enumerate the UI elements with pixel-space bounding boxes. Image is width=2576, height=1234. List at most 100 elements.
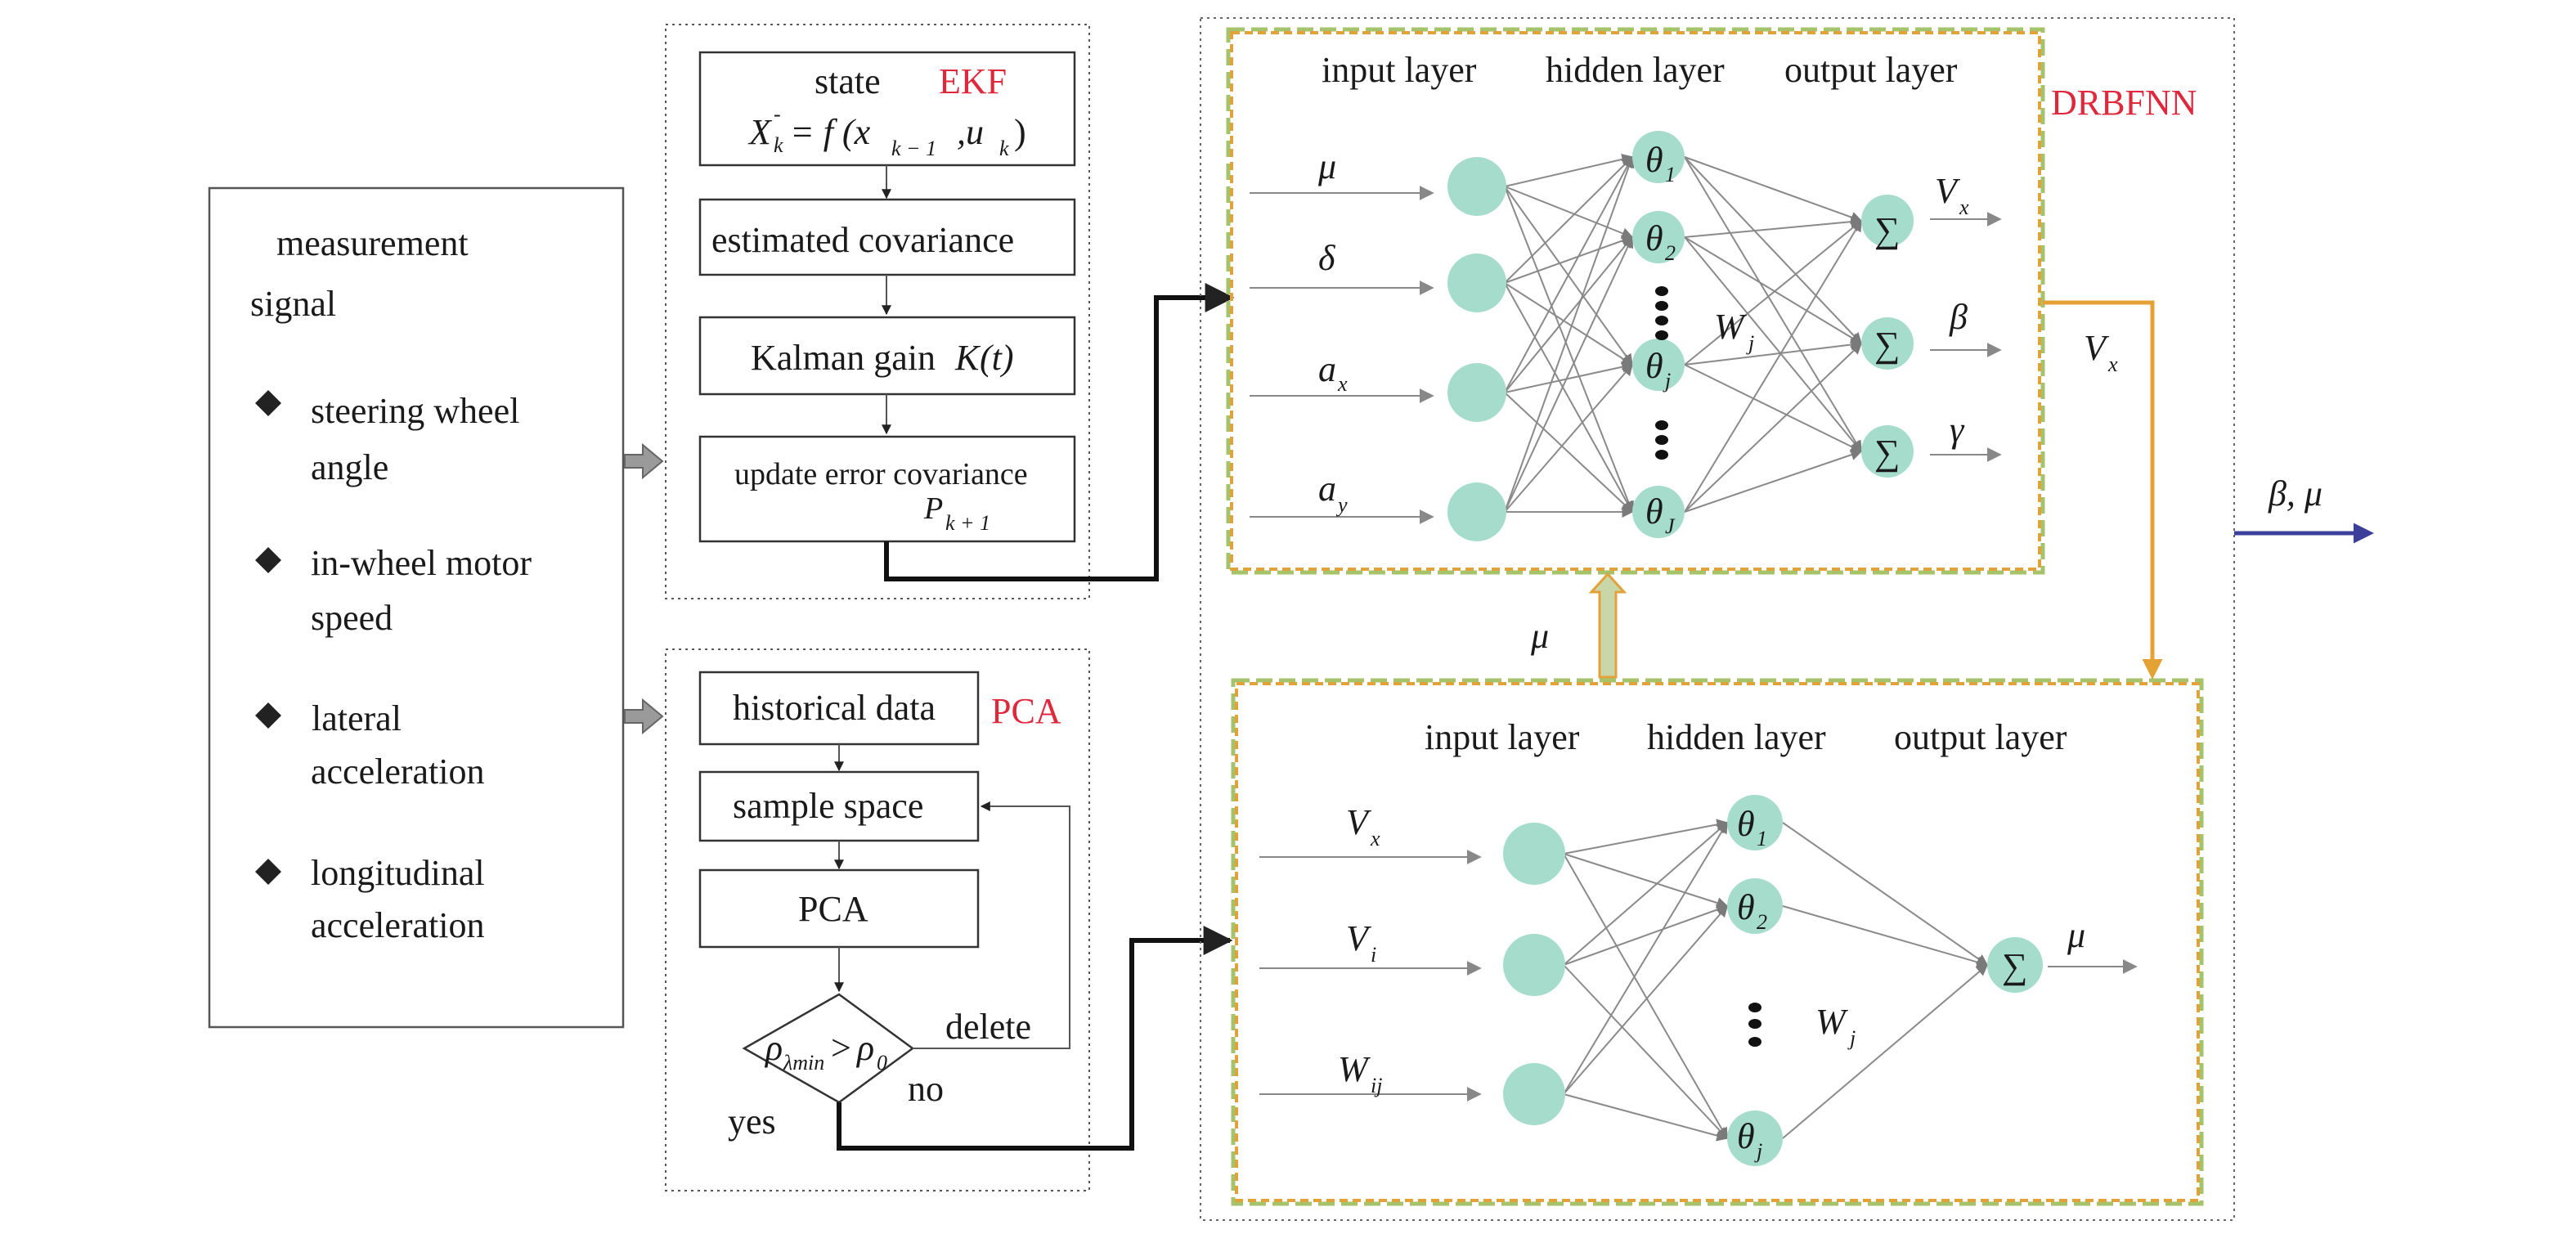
measurement-item-4-line2: acceleration bbox=[311, 905, 485, 945]
top-network-frame-inner bbox=[1230, 31, 2041, 571]
pca-decision-lhs-sub: λmin bbox=[783, 1051, 824, 1075]
bottom-input-nodes bbox=[1503, 823, 1565, 1125]
top-header-input: input layer bbox=[1322, 50, 1477, 90]
bottom-hidden-theta1-sub: 1 bbox=[1757, 827, 1767, 850]
diamond-bullet-icon bbox=[255, 859, 281, 885]
bottom-network-frame-inner bbox=[1235, 682, 2200, 1202]
top-hidden-theta2: θ bbox=[1645, 218, 1663, 258]
top-link-h2-s2 bbox=[1684, 236, 1863, 344]
ekf-to-network-arrow bbox=[884, 283, 1235, 581]
ekf-eq-rhs: = f (x bbox=[790, 112, 871, 152]
bottom-sum: ∑ bbox=[2002, 946, 2027, 986]
ekf-kalman-gain-label: Kalman gain bbox=[751, 338, 936, 378]
bottom-link-in1-h3 bbox=[1563, 853, 1728, 1140]
ekf-estimated-covariance-box bbox=[698, 198, 1076, 276]
top-link-h1-s2 bbox=[1684, 156, 1862, 345]
top-hidden-node bbox=[1632, 211, 1685, 263]
pca-sample-space-box bbox=[698, 770, 980, 842]
bottom-network: input layer hidden layer output layer V … bbox=[1231, 678, 2204, 1206]
mu-feedback-arrow-icon bbox=[1588, 572, 1627, 679]
bottom-input-Vi: V bbox=[1346, 918, 1372, 958]
vx-link-arrow bbox=[2043, 300, 2163, 680]
pca-yes-label: yes bbox=[728, 1102, 776, 1142]
bottom-network-frame-outer bbox=[1231, 678, 2204, 1206]
top-input-ay: a bbox=[1318, 469, 1336, 509]
top-sum-2: ∑ bbox=[1874, 325, 1900, 365]
bottom-hidden-theta1: θ bbox=[1737, 804, 1755, 844]
top-weight-W-sub: j bbox=[1746, 331, 1754, 355]
ekf-kalman-gain-math: K bbox=[954, 338, 981, 378]
bottom-link-in3-h1 bbox=[1563, 821, 1728, 1095]
ekf-eq-lhs-sup: - bbox=[774, 102, 781, 126]
top-output-gamma: γ bbox=[1950, 410, 1965, 450]
vx-link-label: V bbox=[2084, 328, 2110, 368]
network-outer-frame bbox=[1200, 17, 2235, 1221]
bottom-input-Vx-sub: x bbox=[1370, 827, 1380, 850]
diamond-bullet-icon bbox=[255, 390, 281, 416]
top-link-in2-h2 bbox=[1504, 235, 1634, 284]
pca-to-network-arrow bbox=[837, 926, 1233, 1151]
bottom-header-output: output layer bbox=[1894, 717, 2067, 757]
top-link-in4-h1 bbox=[1504, 155, 1635, 513]
top-link-in1-h2 bbox=[1504, 186, 1634, 239]
top-link-in1-h4 bbox=[1504, 186, 1634, 514]
measurement-to-pca-arrow-icon bbox=[624, 698, 664, 735]
bottom-weight-W-sub: j bbox=[1847, 1026, 1856, 1050]
top-hidden-thetaJ: θ bbox=[1645, 491, 1663, 532]
top-link-h4-s2 bbox=[1684, 343, 1863, 513]
measurement-to-ekf-arrow-icon bbox=[624, 442, 664, 480]
bottom-hidden-node bbox=[1727, 878, 1783, 934]
bottom-hidden-theta2: θ bbox=[1737, 887, 1755, 927]
top-link-h1-s1 bbox=[1684, 156, 1863, 223]
top-network-frame-outer bbox=[1226, 27, 2045, 575]
measurement-item-1-line2: angle bbox=[311, 447, 388, 487]
top-link-in2-h1 bbox=[1504, 156, 1633, 284]
top-input-delta: δ bbox=[1318, 238, 1336, 278]
pca-dotted-frame bbox=[665, 648, 1090, 1191]
ekf-update-error-covariance-box bbox=[698, 435, 1076, 543]
top-hidden-node bbox=[1632, 339, 1685, 391]
top-input-node bbox=[1447, 254, 1506, 312]
ekf-tag: EKF bbox=[939, 61, 1007, 101]
bottom-weight-W: W bbox=[1815, 1002, 1848, 1042]
bottom-output-mu: μ bbox=[2067, 915, 2085, 955]
top-link-h1-s3 bbox=[1684, 156, 1862, 453]
top-hidden-ellipsis-upper bbox=[1655, 286, 1668, 340]
measurement-item-3-line2: acceleration bbox=[311, 752, 485, 792]
top-link-h4-s1 bbox=[1684, 219, 1862, 513]
measurement-item-1-line1: steering wheel bbox=[311, 391, 519, 431]
top-sum-1: ∑ bbox=[1874, 210, 1900, 250]
pca-historical-data-box bbox=[698, 671, 980, 746]
measurement-item-2-line1: in-wheel motor bbox=[311, 543, 532, 583]
top-sum-nodes bbox=[1861, 195, 1914, 478]
pca-panel: historical data PCA sample space PCA ρ λ… bbox=[665, 648, 1090, 1191]
top-link-in2-h4 bbox=[1504, 282, 1633, 514]
pca-delete-label: delete bbox=[945, 1007, 1031, 1047]
measurement-item-3-line1: lateral bbox=[303, 698, 402, 738]
top-link-in4-h2 bbox=[1504, 236, 1634, 513]
ekf-kalman-gain-paren: (t) bbox=[980, 338, 1014, 378]
top-link-in3-h3 bbox=[1504, 361, 1634, 393]
top-sum-node bbox=[1861, 317, 1914, 370]
top-input-ax: a bbox=[1318, 349, 1336, 389]
bottom-input-Vx: V bbox=[1346, 802, 1372, 842]
bottom-header-input: input layer bbox=[1425, 717, 1580, 757]
measurement-title-line1: measurement bbox=[276, 223, 469, 263]
top-input-ay-sub: y bbox=[1335, 493, 1348, 517]
ekf-update-P-sub: k + 1 bbox=[945, 511, 990, 535]
top-hidden-thetaj-sub: j bbox=[1663, 369, 1671, 393]
top-hidden-node bbox=[1632, 486, 1685, 538]
top-link-in2-h3 bbox=[1504, 282, 1634, 366]
pca-sample-space-label: sample space bbox=[733, 786, 923, 826]
bottom-link-in3-h2 bbox=[1563, 904, 1728, 1095]
top-hidden-theta1-sub: 1 bbox=[1665, 163, 1676, 186]
pca-pca-box bbox=[698, 868, 980, 949]
ekf-eq-close: ) bbox=[1014, 112, 1026, 152]
final-output-label: β, μ bbox=[2268, 473, 2322, 514]
top-link-h2-s3 bbox=[1684, 236, 1862, 453]
bottom-input-Wij: W bbox=[1338, 1049, 1371, 1089]
top-output-Vx: V bbox=[1935, 171, 1961, 211]
pca-delete-loop-arrow bbox=[913, 801, 1070, 1049]
bottom-network-connections bbox=[1563, 819, 1989, 1142]
